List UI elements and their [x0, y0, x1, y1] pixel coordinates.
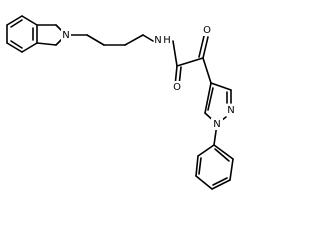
- atom-label-n: N: [62, 30, 69, 41]
- bond: [213, 144, 234, 160]
- atom-label-n: N: [213, 119, 220, 130]
- bond: [172, 40, 178, 67]
- atom-label-o: O: [173, 82, 181, 93]
- bond: [142, 34, 154, 42]
- bond: [229, 158, 234, 181]
- bond: [207, 87, 214, 111]
- bond: [124, 34, 144, 46]
- structure-svg: N N H O O N N: [6, 15, 237, 190]
- bond: [21, 42, 38, 53]
- molecule-diagram: N N H O O N N: [6, 15, 237, 190]
- atom-label-o: O: [203, 25, 211, 36]
- bonds: [6, 15, 234, 190]
- atom-isoindoline-n: N: [61, 29, 71, 41]
- bond: [195, 175, 213, 190]
- bond: [198, 157, 202, 175]
- bond: [176, 57, 204, 67]
- atom-label-n: N: [154, 35, 161, 46]
- bond: [36, 42, 57, 46]
- bond: [10, 40, 23, 49]
- bond: [21, 15, 38, 26]
- atom-keto-o: O: [201, 24, 213, 36]
- bond: [202, 36, 209, 59]
- bond: [6, 15, 23, 26]
- bond: [212, 177, 228, 186]
- bond: [202, 57, 212, 84]
- atom-amide-o: O: [171, 81, 183, 93]
- bond: [198, 35, 205, 58]
- atom-pyrazole-n2: N: [225, 104, 237, 116]
- bond: [210, 82, 232, 91]
- atom-label-n: N: [227, 105, 234, 116]
- bond: [6, 42, 23, 53]
- bond: [211, 179, 231, 190]
- atom-amide-nh: N H: [154, 34, 172, 46]
- atom-pyrazole-n1: N: [211, 118, 223, 130]
- bond: [204, 82, 212, 114]
- bond: [195, 155, 199, 177]
- bond: [10, 19, 23, 28]
- bond: [214, 148, 230, 162]
- atom-label-h: H: [163, 35, 171, 46]
- bond: [197, 144, 215, 157]
- atom-labels: N N H O O N N: [61, 24, 237, 130]
- bond: [86, 34, 105, 46]
